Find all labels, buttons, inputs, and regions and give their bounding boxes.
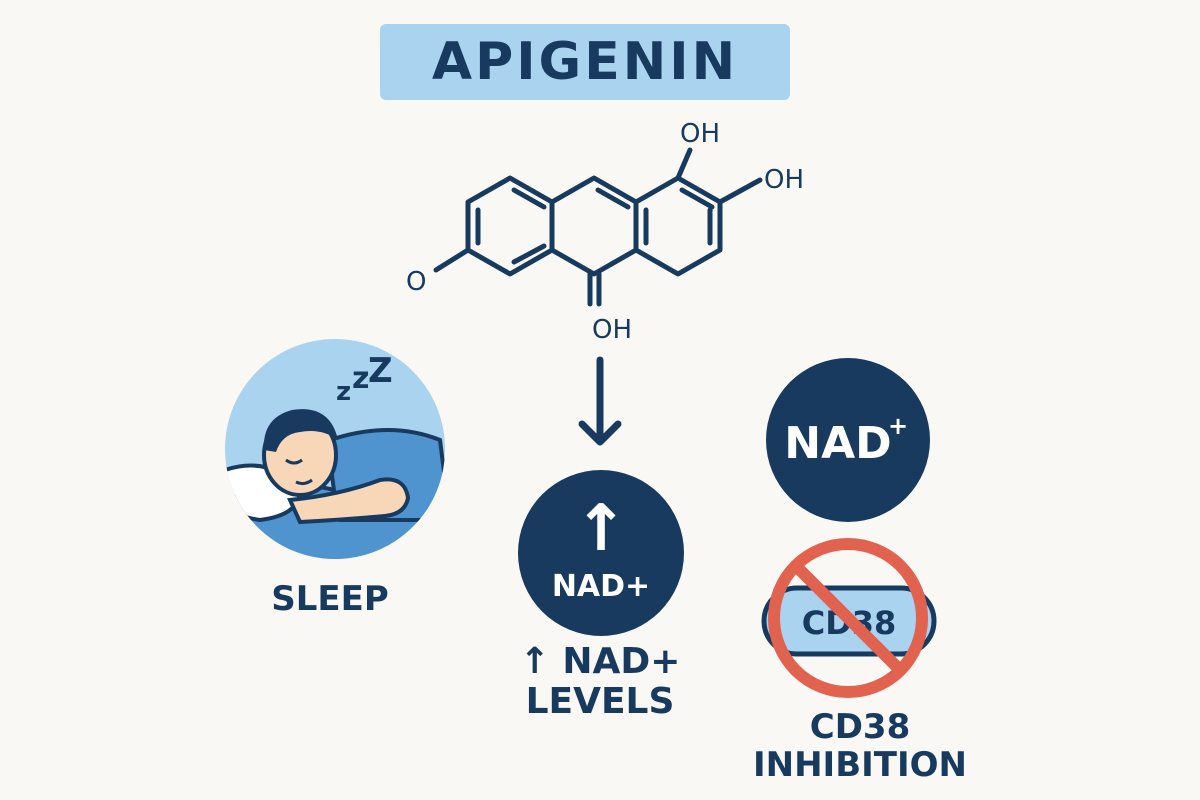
page-title: APIGENIN (431, 32, 739, 92)
nad-levels-line2: LEVELS (525, 681, 675, 723)
right-ring (633, 175, 723, 277)
sleep-illustration: z z Z (225, 339, 445, 559)
oh-label-bottom: OH (592, 315, 632, 345)
nad-levels-caption: ↑ NAD+ LEVELS (490, 641, 710, 723)
zzz-small-icon: z (336, 377, 351, 407)
nad-badge-right: NAD + (766, 358, 930, 522)
nad-levels-line1: ↑ NAD+ (519, 641, 681, 682)
nad-badge-right-label: NAD (784, 418, 891, 469)
cd38-caption-line2: INHIBITION (753, 745, 967, 786)
prohibit-slash-icon (790, 560, 906, 676)
nad-badge-label: NAD+ (552, 569, 650, 604)
apigenin-structure (433, 147, 763, 307)
oh-label-top: OH (680, 119, 720, 149)
up-arrow-icon: ↑ (574, 492, 628, 566)
sleep-caption: SLEEP (230, 580, 430, 618)
zzz-large-icon: Z (368, 351, 393, 391)
zzz-medium-icon: z (352, 361, 369, 396)
middle-ring (549, 175, 639, 277)
sleep-label: SLEEP (271, 579, 389, 619)
left-ring (465, 175, 555, 277)
o-label-left: O (406, 267, 426, 297)
cd38-inhibition-icon: CD38 (761, 538, 937, 698)
oh-label-right: OH (764, 165, 804, 195)
nad-boost-badge: ↑ NAD+ (518, 470, 684, 636)
title-banner: APIGENIN (380, 24, 790, 100)
down-arrow-icon (578, 356, 622, 446)
cd38-caption-line1: CD38 (809, 707, 911, 747)
cd38-caption: CD38 INHIBITION (740, 708, 980, 784)
nad-badge-right-sup: + (888, 412, 908, 440)
prohibit-circle-icon (768, 538, 928, 698)
sleeping-person-icon (262, 409, 338, 497)
